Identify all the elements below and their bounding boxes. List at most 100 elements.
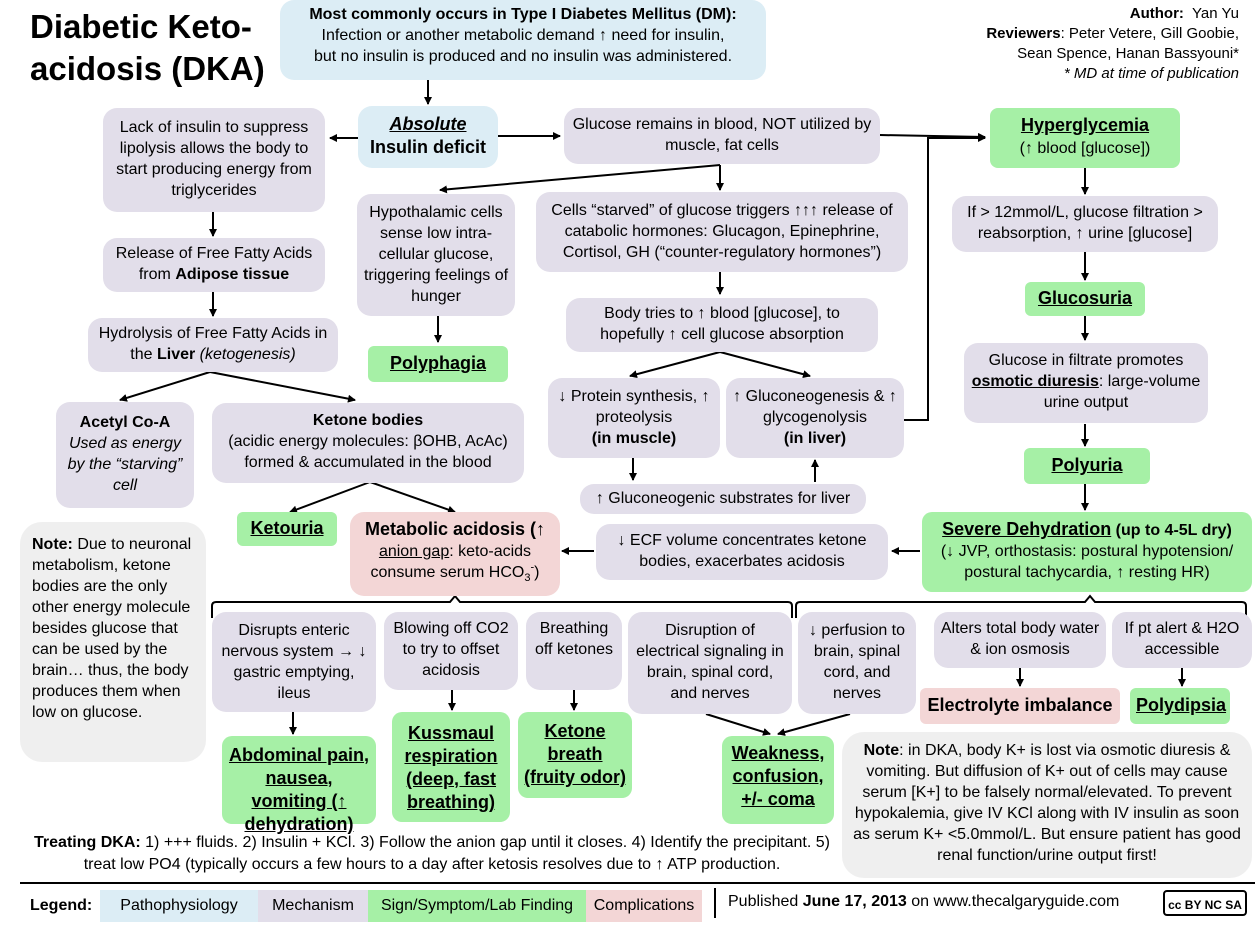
note-left-text: Due to neuronal metabolism, ketone bodie… xyxy=(32,536,192,721)
body-tries-box: Body tries to ↑ blood [glucose], to hope… xyxy=(566,298,878,352)
insulin-deficit-label: Insulin deficit xyxy=(369,137,486,157)
severe-dehydration-box: Severe Dehydration (up to 4-5L dry) (↓ J… xyxy=(922,512,1252,592)
kussmaul-box: Kussmaul respiration (deep, fast breathi… xyxy=(392,712,510,822)
note-left-box: Note: Due to neuronal metabolism, ketone… xyxy=(20,522,206,762)
osmotic-diuresis-pre: Glucose in filtrate promotes xyxy=(988,352,1184,369)
in-muscle-label: (in muscle) xyxy=(591,430,677,447)
author-block: Author: Yan Yu Reviewers: Peter Vetere, … xyxy=(986,4,1239,84)
legend-item-sign-symptom: Sign/Symptom/Lab Finding xyxy=(368,890,586,922)
ketone-bodies-label: Ketone bodies xyxy=(312,412,424,429)
in-liver-label: (in liver) xyxy=(783,430,847,447)
note-right-text: : in DKA, body K+ is lost via osmotic di… xyxy=(853,742,1241,864)
ketone-breath-label: Ketone breath (fruity odor) xyxy=(524,721,626,787)
hyperglycemia-label: Hyperglycemia xyxy=(1020,115,1150,135)
ffa-release-box: Release of Free Fatty Acids from Adipose… xyxy=(103,238,325,292)
note-right-label: Note xyxy=(863,742,900,759)
ketone-breath-box: Ketone breath (fruity odor) xyxy=(518,712,632,798)
hco3-subscript: 3 xyxy=(524,572,531,585)
treating-dka: Treating DKA: 1) +++ fluids. 2) Insulin … xyxy=(22,832,842,876)
absolute-insulin-deficit-box: Absolute Insulin deficit xyxy=(358,106,498,168)
cells-starved-text: Cells “starved” of glucose triggers ↑↑↑ … xyxy=(551,202,893,261)
polyuria-label: Polyuria xyxy=(1051,455,1123,475)
legend-item-pathophysiology: Pathophysiology xyxy=(100,890,258,922)
polydipsia-box: Polydipsia xyxy=(1130,688,1230,724)
legend-item-mechanism: Mechanism xyxy=(258,890,368,922)
published-site[interactable]: on www.thecalgaryguide.com xyxy=(906,893,1120,910)
treating-dka-label: Treating DKA: xyxy=(34,834,141,851)
ketouria-label: Ketouria xyxy=(250,518,324,538)
published-info: Published June 17, 2013 on www.thecalgar… xyxy=(728,890,1119,914)
legend-divider xyxy=(714,888,716,918)
electrolyte-imbalance-label: Electrolyte imbalance xyxy=(927,695,1113,715)
ecf-volume-box: ↓ ECF volume concentrates ketone bodies,… xyxy=(596,524,888,580)
weakness-box: Weakness, confusion, +/- coma xyxy=(722,736,834,824)
protein-synthesis-text: ↓ Protein synthesis, ↑ proteolysis xyxy=(558,388,710,426)
ecf-volume-text: ↓ ECF volume concentrates ketone bodies,… xyxy=(617,532,867,570)
top-box-line-3: but no insulin is produced and no insuli… xyxy=(313,48,733,65)
top-box-type1-dm: Most commonly occurs in Type I Diabetes … xyxy=(280,0,766,80)
gluconeogenic-substrates-text: ↑ Gluconeogenic substrates for liver xyxy=(595,490,851,507)
metabolic-acidosis-close: ) xyxy=(534,564,540,581)
metabolic-acidosis-text: : keto-acids consume serum HCO xyxy=(370,543,532,581)
legend-item-complications: Complications xyxy=(586,890,702,922)
ketogenesis-label: (ketogenesis) xyxy=(195,346,296,363)
protein-synthesis-box: ↓ Protein synthesis, ↑ proteolysis (in m… xyxy=(548,378,720,458)
gluconeogenic-substrates-box: ↑ Gluconeogenic substrates for liver xyxy=(580,484,866,514)
gluconeogenesis-text: ↑ Gluconeogenesis & ↑ glycogenolysis xyxy=(733,388,897,426)
ffa-hydrolysis-text: Hydrolysis of Free Fatty Acids in the xyxy=(98,325,328,363)
published-pre: Published xyxy=(728,893,803,910)
lipolysis-box: Lack of insulin to suppress lipolysis al… xyxy=(103,108,325,212)
alters-body-water-text: Alters total body water & ion osmosis xyxy=(940,620,1100,658)
hyperglycemia-subtext: (↑ blood [glucose]) xyxy=(1019,140,1151,157)
published-date: June 17, 2013 xyxy=(802,893,907,910)
glucose-remains-box: Glucose remains in blood, NOT utilized b… xyxy=(564,108,880,164)
acetyl-coa-box: Acetyl Co-A Used as energy by the “starv… xyxy=(56,402,194,508)
hco3-superscript: - xyxy=(530,561,535,574)
ketouria-box: Ketouria xyxy=(237,512,337,546)
glucose-remains-text: Glucose remains in blood, NOT utilized b… xyxy=(572,116,872,154)
acetyl-coa-text: Used as energy by the “starving” cell xyxy=(67,435,183,494)
glucosuria-label: Glucosuria xyxy=(1037,288,1133,308)
pt-alert-text: If pt alert & H2O accessible xyxy=(1124,620,1240,658)
breathing-ketones-box: Breathing off ketones xyxy=(526,612,622,690)
acetyl-coa-label: Acetyl Co-A xyxy=(79,414,171,431)
blowing-co2-box: Blowing off CO2 to try to offset acidosi… xyxy=(384,612,518,690)
note-right-box: Note: in DKA, body K+ is lost via osmoti… xyxy=(842,732,1252,878)
hypothalamic-text: Hypothalamic cells sense low intra-cellu… xyxy=(363,204,509,305)
ffa-hydrolysis-box: Hydrolysis of Free Fatty Acids in the Li… xyxy=(88,318,338,372)
severe-dehydration-text: (↓ JVP, orthostasis: postural hypotensio… xyxy=(940,543,1234,581)
author-label: Author: xyxy=(1129,5,1184,22)
anion-gap-label: anion gap xyxy=(378,543,450,560)
author-name: Yan Yu xyxy=(1192,5,1239,22)
abdominal-pain-box: Abdominal pain, nausea, vomiting (↑ dehy… xyxy=(222,736,376,834)
ffa-release-text: Release of Free Fatty Acids from xyxy=(115,245,313,283)
top-box-heading: Most commonly occurs in Type I Diabetes … xyxy=(309,6,737,23)
note-left-label: Note: xyxy=(32,536,73,553)
author-footnote: * MD at time of publication xyxy=(1063,65,1239,82)
polyuria-box: Polyuria xyxy=(1024,448,1150,484)
metabolic-acidosis-label: Metabolic acidosis (↑ xyxy=(364,519,546,539)
gluconeogenesis-box: ↑ Gluconeogenesis & ↑ glycogenolysis (in… xyxy=(726,378,904,458)
reviewers-line-1: : Peter Vetere, Gill Goobie, xyxy=(1060,25,1239,42)
perfusion-box: ↓ perfusion to brain, spinal cord, and n… xyxy=(798,612,916,714)
hypothalamic-box: Hypothalamic cells sense low intra-cellu… xyxy=(357,194,515,316)
lipolysis-text: Lack of insulin to suppress lipolysis al… xyxy=(116,119,312,199)
osmotic-diuresis-post: : large-volume urine output xyxy=(1043,373,1201,411)
kussmaul-label: Kussmaul respiration (deep, fast breathi… xyxy=(404,723,498,812)
glucose-filtration-text: If > 12mmol/L, glucose filtration > reab… xyxy=(967,204,1203,242)
ketone-bodies-text: (acidic energy molecules: βOHB, AcAc) fo… xyxy=(228,433,508,471)
polyphagia-label: Polyphagia xyxy=(389,353,487,373)
severe-dehydration-label: Severe Dehydration xyxy=(942,519,1112,539)
enteric-text: Disrupts enteric nervous system → ↓ gast… xyxy=(221,622,367,702)
reviewers-line-2: Sean Spence, Hanan Bassyouni* xyxy=(1017,45,1239,62)
hyperglycemia-box: Hyperglycemia (↑ blood [glucose]) xyxy=(990,108,1180,168)
top-box-line-2: Infection or another metabolic demand ↑ … xyxy=(321,27,725,44)
legend: Legend: Pathophysiology Mechanism Sign/S… xyxy=(20,882,1255,922)
reviewers-label: Reviewers xyxy=(986,25,1061,42)
breathing-ketones-text: Breathing off ketones xyxy=(535,620,613,658)
liver-label: Liver xyxy=(156,346,196,363)
title-line-2: acidosis (DKA) xyxy=(30,50,265,87)
absolute-label: Absolute xyxy=(389,114,467,134)
osmotic-diuresis-label: osmotic diuresis xyxy=(971,373,1099,390)
